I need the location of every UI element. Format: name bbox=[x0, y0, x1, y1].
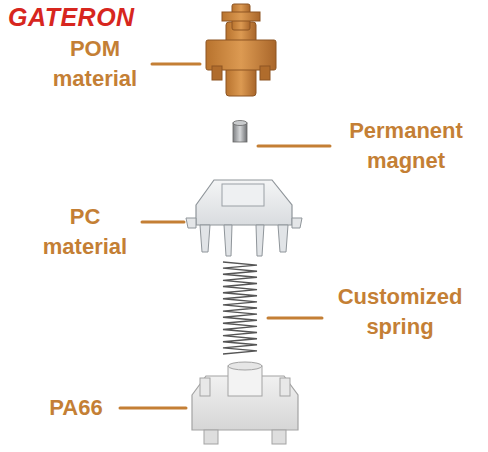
housing-top bbox=[196, 180, 292, 225]
part-label: Permanent magnet bbox=[334, 116, 478, 176]
housing-post-top bbox=[228, 362, 262, 370]
magnet-top bbox=[233, 121, 247, 126]
housing-leg bbox=[256, 225, 264, 256]
spring-illustration bbox=[223, 262, 257, 354]
leader-lines bbox=[120, 64, 330, 408]
stem-cross bbox=[222, 12, 260, 21]
housing-clip bbox=[292, 218, 302, 228]
housing-tab bbox=[280, 378, 290, 396]
leader-line bbox=[142, 221, 184, 224]
top-housing-illustration bbox=[186, 180, 302, 256]
part-label: Customized spring bbox=[322, 282, 478, 342]
housing-window bbox=[222, 184, 264, 206]
brand-logo: GATERON bbox=[8, 2, 135, 32]
housing-foot bbox=[204, 430, 218, 444]
magnet-illustration bbox=[233, 121, 247, 143]
part-label: PA66 bbox=[26, 393, 126, 423]
leader-line bbox=[120, 407, 186, 410]
bottom-housing-illustration bbox=[192, 362, 298, 444]
leader-line bbox=[152, 63, 200, 66]
stem-leg bbox=[212, 66, 222, 80]
housing-leg bbox=[200, 225, 210, 252]
part-label: PC material bbox=[30, 202, 140, 262]
part-label: POM material bbox=[40, 34, 150, 94]
housing-foot bbox=[272, 430, 286, 444]
leader-line bbox=[258, 145, 330, 148]
leader-line bbox=[268, 317, 322, 320]
housing-tab bbox=[200, 378, 210, 396]
housing-leg bbox=[224, 225, 232, 256]
stem-leg bbox=[260, 66, 270, 80]
housing-clip bbox=[186, 218, 196, 228]
stem-illustration bbox=[206, 4, 276, 96]
housing-leg bbox=[278, 225, 288, 252]
